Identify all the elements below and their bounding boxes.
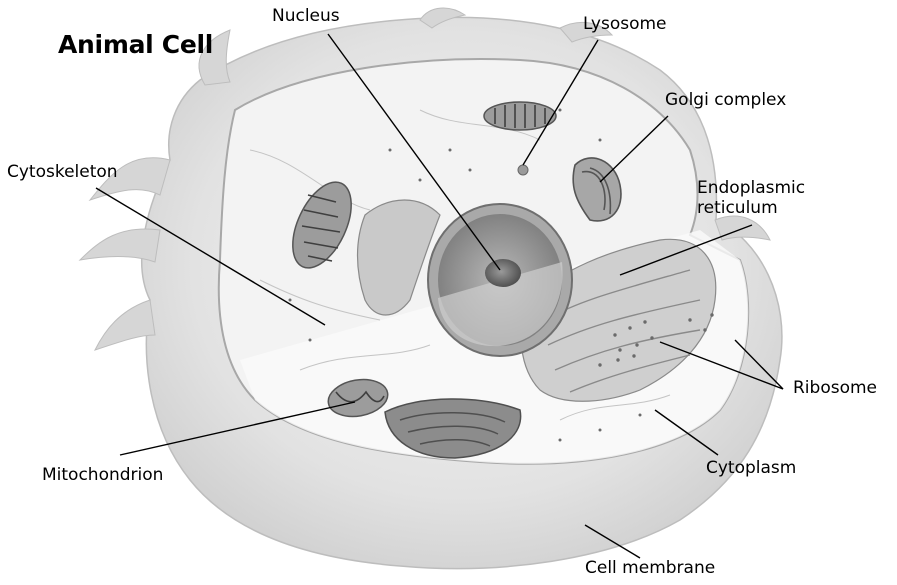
- label-cytoskeleton: Cytoskeleton: [7, 162, 118, 182]
- lysosome-shape: [518, 165, 528, 175]
- nucleus-shape: [428, 204, 572, 356]
- label-cell-membrane: Cell membrane: [585, 558, 715, 578]
- label-mitochondrion: Mitochondrion: [42, 465, 163, 485]
- label-er-line2: reticulum: [697, 198, 837, 218]
- label-golgi-complex: Golgi complex: [665, 90, 786, 110]
- label-ribosome: Ribosome: [793, 378, 877, 398]
- label-nucleus: Nucleus: [272, 6, 340, 26]
- label-cytoplasm: Cytoplasm: [706, 458, 796, 478]
- label-er-line1: Endoplasmic: [697, 178, 837, 198]
- diagram-title: Animal Cell: [58, 30, 213, 59]
- label-endoplasmic-reticulum: Endoplasmic reticulum: [697, 178, 837, 218]
- label-lysosome: Lysosome: [583, 14, 667, 34]
- mitochondrion-top: [484, 102, 556, 130]
